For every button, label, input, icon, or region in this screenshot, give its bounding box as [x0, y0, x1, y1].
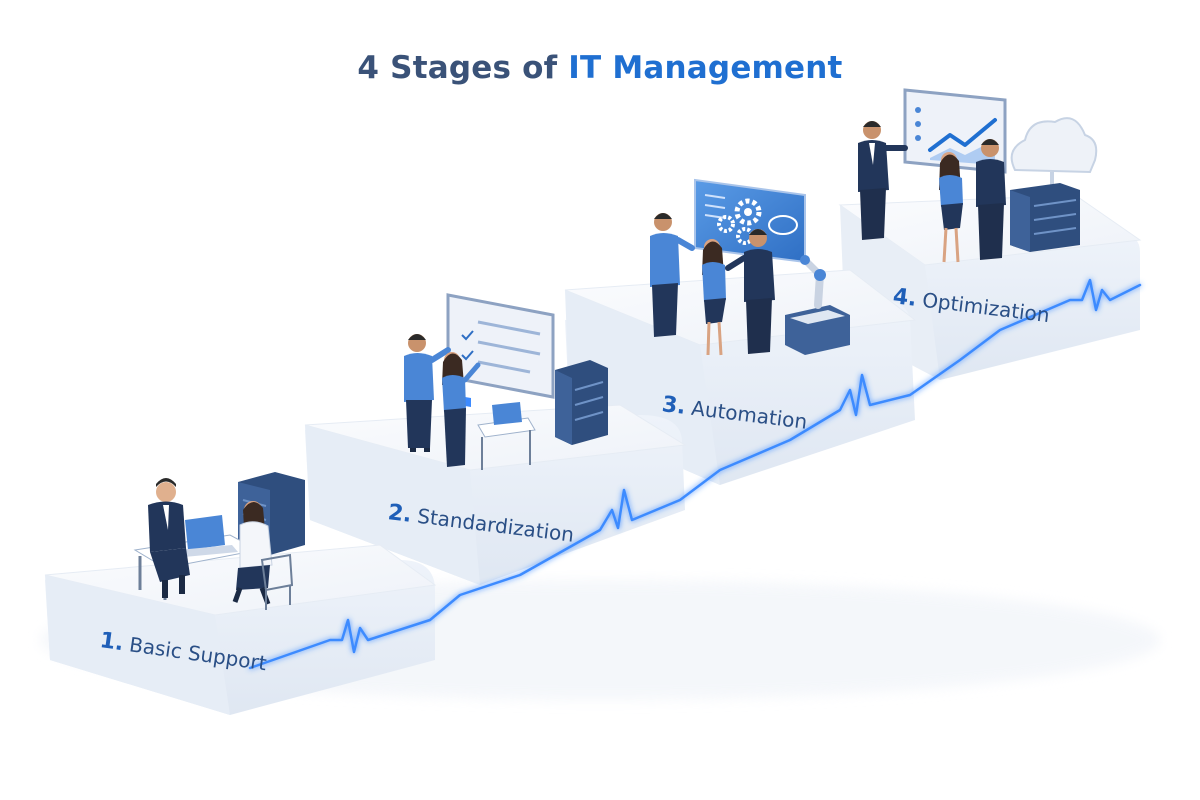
person-manager-icon [148, 478, 190, 598]
laptop-icon [178, 515, 238, 557]
person-technician-icon [232, 501, 273, 605]
person-director-icon [939, 152, 963, 263]
title-prefix: 4 Stages of [357, 50, 569, 86]
automation-dashboard-icon [694, 178, 806, 264]
person-engineer-icon [650, 213, 695, 337]
analytics-screen-icon [903, 88, 1007, 174]
server-rack-icon [555, 360, 608, 445]
person-presenter-icon [404, 334, 451, 452]
pulse-line [248, 278, 1142, 670]
person-coordinator-icon [702, 239, 726, 356]
person-executive-icon [858, 121, 908, 240]
server-stack-icon [1010, 183, 1080, 252]
person-strategist-icon [976, 139, 1006, 260]
person-lead-icon [725, 229, 775, 354]
cloud-icon [1010, 117, 1098, 190]
stage-number: 1. [98, 628, 126, 657]
platform-1 [44, 544, 437, 715]
stage-number: 3. [660, 392, 688, 420]
stage-2-scene [404, 293, 608, 470]
stage-3-scene [650, 178, 850, 356]
robot-arm-icon [785, 255, 850, 355]
stage-number: 2. [386, 500, 414, 528]
title-highlight: IT Management [568, 50, 843, 86]
stage-1-scene [133, 472, 305, 610]
person-analyst-icon [442, 352, 481, 467]
stage-4-scene [858, 88, 1098, 263]
stage-number: 4. [891, 284, 919, 312]
page-title: 4 Stages of IT Management [0, 50, 1200, 86]
